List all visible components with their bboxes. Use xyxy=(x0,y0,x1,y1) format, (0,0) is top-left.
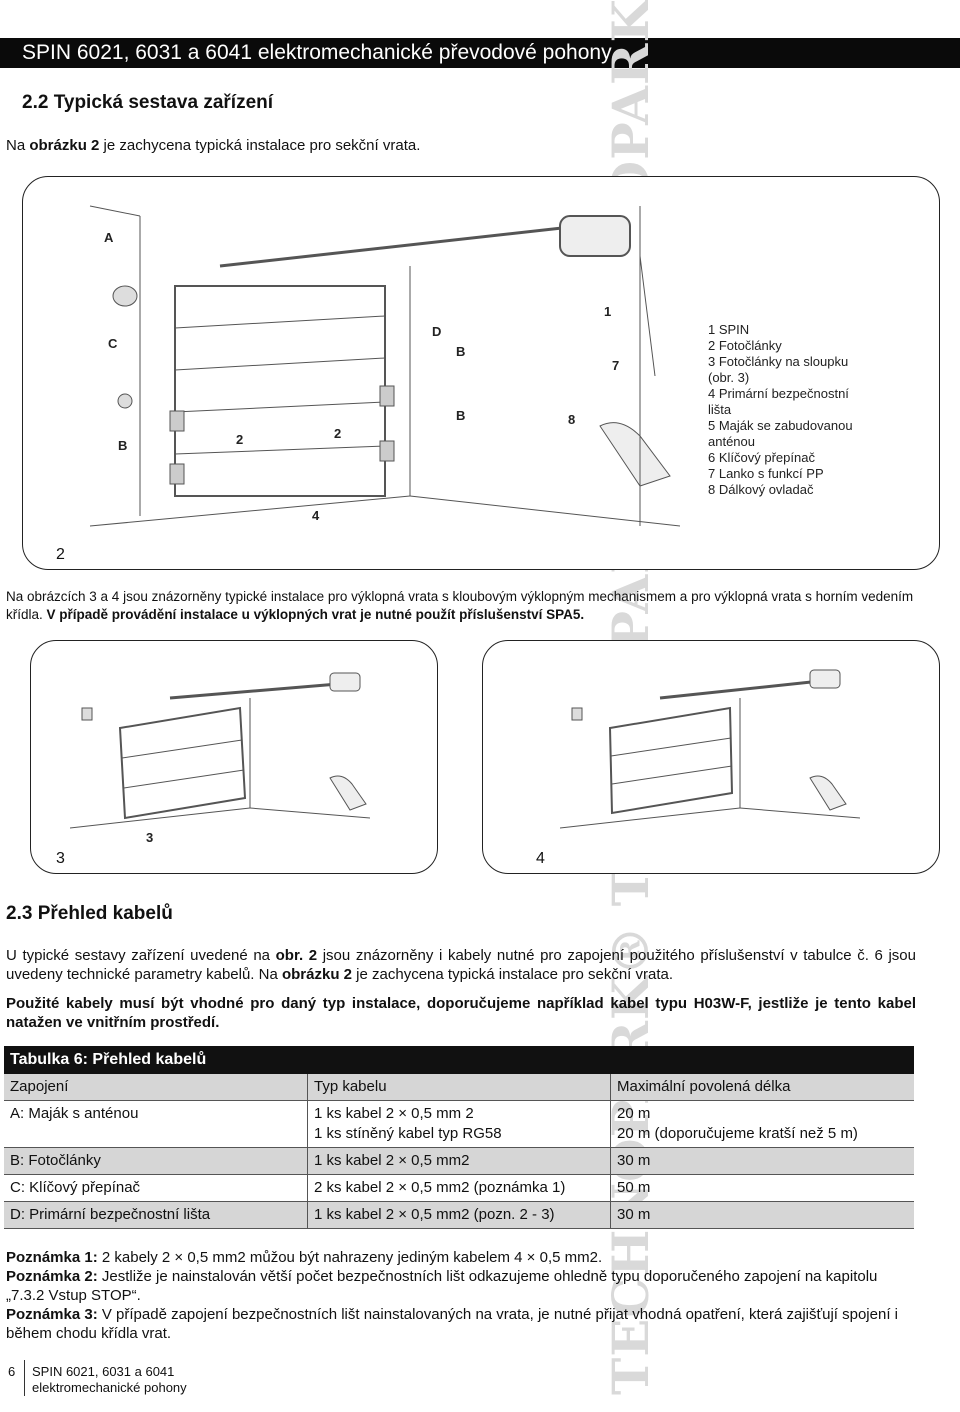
fig2-label-C: C xyxy=(108,336,118,351)
table-cell: 30 m xyxy=(610,1202,914,1228)
note-1: Poznámka 1: 2 kabely 2 × 0,5 mm2 můžou b… xyxy=(6,1249,603,1266)
table-row: C: Klíčový přepínač 2 ks kabel 2 × 0,5 m… xyxy=(4,1175,914,1202)
legend-item: 8 Dálkový ovladač xyxy=(708,482,814,497)
footer-page-number: 6 xyxy=(8,1364,16,1379)
fig2-label-8: 8 xyxy=(568,412,576,427)
fig3-label-3: 3 xyxy=(146,830,154,845)
section-2-2-title: 2.2 Typická sestava zařízení xyxy=(22,92,274,113)
figure-3-frame xyxy=(30,640,438,874)
section-2-3-paragraph-2: Použité kabely musí být vhodné pro daný … xyxy=(6,995,916,1031)
cable-table: Tabulka 6: Přehled kabelů Zapojení Typ k… xyxy=(4,1046,914,1229)
figure-4-frame xyxy=(482,640,940,874)
legend-item: 6 Klíčový přepínač xyxy=(708,450,815,465)
section-2-3-paragraph-1: U typické sestavy zařízení uvedené na ob… xyxy=(6,947,916,983)
footer-title: SPIN 6021, 6031 a 6041 elektromechanické… xyxy=(32,1364,187,1395)
table-cell: B: Fotočlánky xyxy=(10,1152,101,1169)
legend-item: 3 Fotočlánky na sloupku xyxy=(708,354,849,369)
figure-3-drawing xyxy=(70,672,370,829)
fig2-label-2-right: 2 xyxy=(334,426,342,441)
legend-item: 1 SPIN xyxy=(708,322,750,337)
table-header-cell: Typ kabelu xyxy=(307,1074,610,1100)
fig2-label-B-right-top: B xyxy=(456,344,466,359)
table-cell: 1 ks kabel 2 × 0,5 mm2 xyxy=(307,1148,610,1174)
section-2-3-title: 2.3 Přehled kabelů xyxy=(6,903,173,924)
paragraph-fig-3-4: Na obrázcích 3 a 4 jsou znázorněny typic… xyxy=(6,589,914,622)
fig2-label-1: 1 xyxy=(604,304,612,319)
notes-block: Poznámka 1: 2 kabely 2 × 0,5 mm2 můžou b… xyxy=(6,1248,916,1343)
fig2-label-4: 4 xyxy=(312,508,320,523)
figure-4-drawing xyxy=(560,669,860,829)
fig2-label-B-left: B xyxy=(118,438,128,453)
legend-item: 4 Primární bezpečnostní xyxy=(708,386,849,401)
footer-divider xyxy=(24,1360,25,1396)
table-cell: 30 m xyxy=(610,1148,914,1174)
table-cell: A: Maják s anténou xyxy=(10,1105,139,1122)
table-header-row: Zapojení Typ kabelu Maximální povolená d… xyxy=(4,1074,914,1101)
legend-item: 2 Fotočlánky xyxy=(708,338,782,353)
table-row: A: Maják s anténou 1 ks kabel 2 × 0,5 mm… xyxy=(4,1101,914,1148)
table-cell: C: Klíčový přepínač xyxy=(10,1179,141,1196)
legend-item: 5 Maják se zabudovanou xyxy=(708,418,853,433)
figure-2-legend: 1 SPIN 2 Fotočlánky 3 Fotočlánky na slou… xyxy=(708,322,873,498)
note-2: Poznámka 2: Jestliže je nainstalován vět… xyxy=(6,1268,878,1304)
section-2-2-intro: Na obrázku 2 je zachycena typická instal… xyxy=(6,137,421,154)
table-cell: 1 ks kabel 2 × 0,5 mm2 (pozn. 2 - 3) xyxy=(307,1202,610,1228)
table-title: Tabulka 6: Přehled kabelů xyxy=(4,1046,914,1074)
table-cell: 50 m xyxy=(610,1175,914,1201)
fig2-label-B-right-bottom: B xyxy=(456,408,466,423)
legend-item: lišta xyxy=(708,402,732,417)
table-header-cell: Zapojení xyxy=(10,1078,69,1095)
figure-4-number: 4 xyxy=(536,850,545,867)
figure-2-number: 2 xyxy=(56,546,65,563)
fig2-label-2-left: 2 xyxy=(236,432,244,447)
legend-item: anténou xyxy=(708,434,755,449)
table-header-cell: Maximální povolená délka xyxy=(610,1074,914,1100)
table-row: D: Primární bezpečnostní lišta 1 ks kabe… xyxy=(4,1202,914,1229)
table-row: B: Fotočlánky 1 ks kabel 2 × 0,5 mm2 30 … xyxy=(4,1148,914,1175)
header-bar xyxy=(0,38,960,68)
figure-2-garage-drawing xyxy=(89,205,680,527)
note-3: Poznámka 3: V případě zapojení bezpečnos… xyxy=(6,1306,898,1342)
fig2-label-7: 7 xyxy=(612,358,620,373)
figure-3-number: 3 xyxy=(56,850,65,867)
legend-item: (obr. 3) xyxy=(708,370,750,385)
table-cell: 2 ks kabel 2 × 0,5 mm2 (poznámka 1) xyxy=(307,1175,610,1201)
page-header-title: SPIN 6021, 6031 a 6041 elektromechanické… xyxy=(22,41,612,64)
legend-item: 7 Lanko s funkcí PP xyxy=(708,466,824,481)
fig2-label-D: D xyxy=(432,324,442,339)
table-cell: D: Primární bezpečnostní lišta xyxy=(10,1206,211,1223)
fig2-label-A: A xyxy=(104,230,114,245)
